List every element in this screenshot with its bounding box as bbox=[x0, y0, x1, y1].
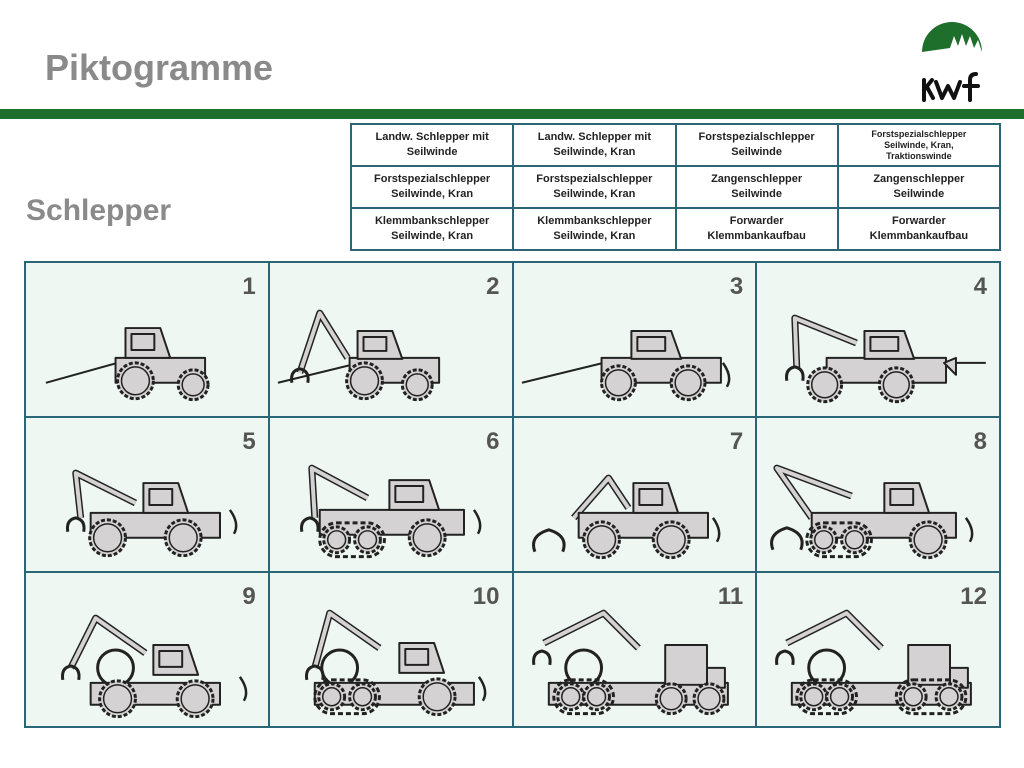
pictogram-number: 6 bbox=[486, 428, 500, 455]
pictogram-cell: 10 bbox=[267, 571, 514, 728]
pictogram-9 bbox=[61, 614, 248, 719]
pictogram-cell: 12 bbox=[755, 571, 1001, 728]
pictogram-cell: 2 bbox=[267, 261, 514, 418]
pictogram-cell: 4 bbox=[755, 261, 1001, 418]
pictogram-10 bbox=[304, 609, 487, 717]
pictogram-12 bbox=[775, 609, 973, 716]
pictogram-cell: 3 bbox=[511, 261, 758, 418]
pictogram-6 bbox=[299, 464, 482, 559]
pictogram-5 bbox=[65, 469, 238, 558]
pictogram-cell: 11 bbox=[511, 571, 758, 728]
pictogram-8 bbox=[770, 464, 974, 560]
page-title: Piktogramme bbox=[45, 47, 274, 88]
pictogram-cell: 9 bbox=[24, 571, 270, 728]
pictogram-7 bbox=[531, 474, 720, 560]
pictogram-cell: 1 bbox=[24, 261, 270, 418]
header-divider bbox=[0, 109, 1024, 119]
pictogram-cell: 7 bbox=[511, 416, 758, 573]
pictogram-cell: 6 bbox=[267, 416, 514, 573]
pictogram-2 bbox=[277, 309, 440, 402]
pictogram-grid: 1 2 3 4 5 6 7 8 9 10 11 12 bbox=[24, 261, 1001, 728]
pictogram-cell: 8 bbox=[755, 416, 1001, 573]
pictogram-number: 8 bbox=[973, 428, 987, 455]
pictogram-number: 12 bbox=[960, 583, 987, 610]
pictogram-number: 3 bbox=[729, 273, 744, 300]
pictogram-3 bbox=[521, 330, 730, 402]
pictogram-1 bbox=[45, 327, 210, 402]
pictogram-number: 9 bbox=[242, 583, 256, 610]
section-title: Schlepper bbox=[26, 194, 172, 227]
kwf-logo bbox=[922, 22, 982, 102]
pictogram-11 bbox=[531, 609, 729, 716]
pictogram-number: 5 bbox=[242, 428, 256, 455]
pictogram-number: 1 bbox=[242, 273, 256, 300]
pictogram-number: 4 bbox=[973, 273, 987, 300]
pictogram-cell: 5 bbox=[24, 416, 270, 573]
pictogram-number: 7 bbox=[729, 428, 744, 455]
pictogram-number: 10 bbox=[472, 583, 500, 610]
pictogram-4 bbox=[785, 314, 987, 404]
pictogram-number: 2 bbox=[486, 273, 500, 300]
pictogram-number: 11 bbox=[717, 583, 744, 610]
